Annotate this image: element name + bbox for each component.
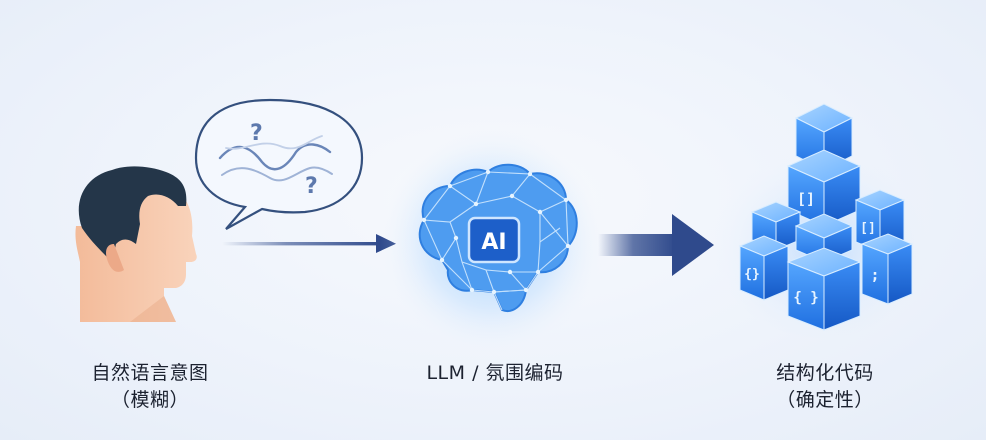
symbol-semicolon: ; [870,266,879,284]
stage-caption-code: 结构化代码 （确定性） [725,360,925,414]
stage-title-code: 结构化代码 [776,362,874,384]
ai-badge-label: AI [481,230,506,255]
cube-bottom-center: { } [786,247,862,331]
stage-subtitle-code: （确定性） [776,389,874,411]
stage-title-llm: LLM / 氛围编码 [426,362,564,384]
symbol-braces-1: {} [744,267,760,282]
svg-text:?: ? [305,174,318,199]
svg-text:?: ? [250,121,263,146]
speech-bubble-icon: ? ? [194,98,364,230]
code-blocks-icon: [] [] {} [712,103,932,338]
stage-subtitle-intent: （模糊） [110,389,189,411]
cube-bottom-right: ; [860,233,914,305]
flow-arrow-2 [598,214,714,276]
stage-caption-intent: 自然语言意图 （模糊） [55,360,245,414]
symbol-brackets-2: [] [860,221,876,236]
ai-chip [467,216,521,264]
symbol-braces-2: { } [793,290,818,306]
ai-brain-icon: AI [380,128,604,352]
confused-person-icon: ? ? [75,98,364,322]
symbol-brackets-1: [] [797,190,815,208]
cube-bottom-left: {} [738,235,790,301]
stage-caption-llm: LLM / 氛围编码 [390,360,600,387]
stage-title-intent: 自然语言意图 [91,362,209,384]
flow-arrow-1 [222,234,396,253]
